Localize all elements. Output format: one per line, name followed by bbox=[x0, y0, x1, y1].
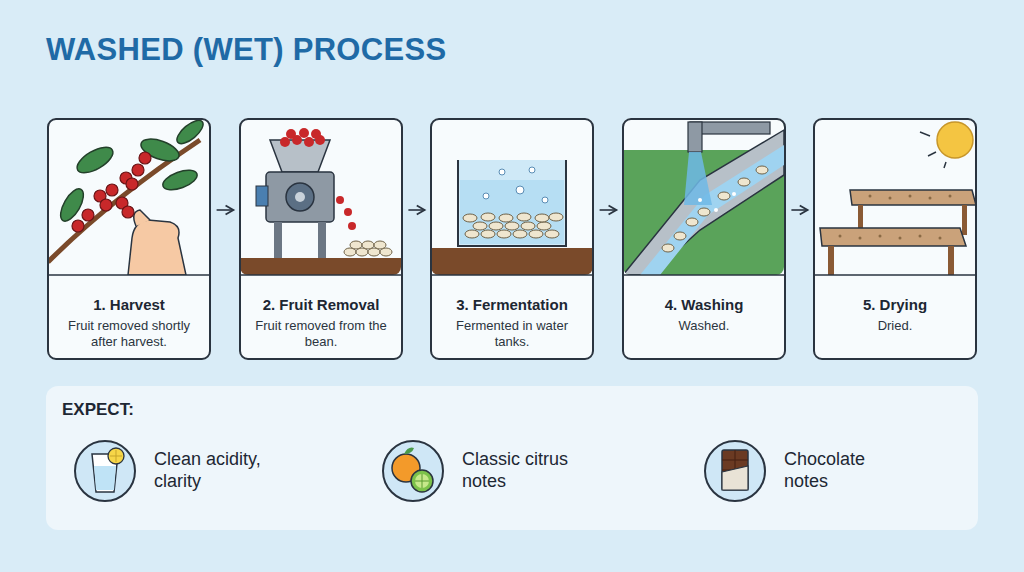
step-heading: 1. Harvest bbox=[59, 296, 199, 313]
flavor-icon-circle: Clean acidity, clarity bbox=[74, 440, 136, 502]
step-heading: 2. Fruit Removal bbox=[251, 296, 391, 313]
process-step-box: 3. FermentationFermented in water tanks. bbox=[430, 118, 594, 360]
step-description: Washed. bbox=[634, 318, 774, 334]
flavor-note: Chocolate notes bbox=[784, 449, 894, 492]
flavor-note: Clean acidity, clarity bbox=[154, 449, 294, 492]
flavor-icon-circle: Classic citrus notes bbox=[382, 440, 444, 502]
step-heading: 4. Washing bbox=[634, 296, 774, 313]
process-step-box: 4. WashingWashed. bbox=[622, 118, 786, 360]
expect-panel: EXPECT: Clean acidity, clarity Classic cit… bbox=[46, 386, 978, 530]
flow-arrow bbox=[791, 209, 807, 211]
flow-arrow bbox=[217, 209, 234, 211]
process-step-box: 2. Fruit RemovalFruit removed from the b… bbox=[239, 118, 403, 360]
flow-arrow bbox=[600, 209, 617, 211]
process-step-box: 1. HarvestFruit removed shortly after ha… bbox=[47, 118, 211, 360]
section-heading: EXPECT: bbox=[62, 400, 962, 420]
flavor-icon-circle: Chocolate notes bbox=[704, 440, 766, 502]
flow-arrow bbox=[408, 209, 424, 211]
flavor-note: Classic citrus notes bbox=[462, 449, 597, 492]
diagram-title: WASHED (WET) PROCESS bbox=[46, 32, 446, 68]
step-heading: 5. Drying bbox=[825, 296, 965, 313]
step-description: Fruit removed from the bean. bbox=[251, 318, 391, 351]
process-step-box: 5. DryingDried. bbox=[813, 118, 977, 360]
step-heading: 3. Fermentation bbox=[442, 296, 582, 313]
step-description: Fruit removed shortly after harvest. bbox=[59, 318, 199, 351]
step-description: Dried. bbox=[825, 318, 965, 334]
step-description: Fermented in water tanks. bbox=[442, 318, 582, 351]
